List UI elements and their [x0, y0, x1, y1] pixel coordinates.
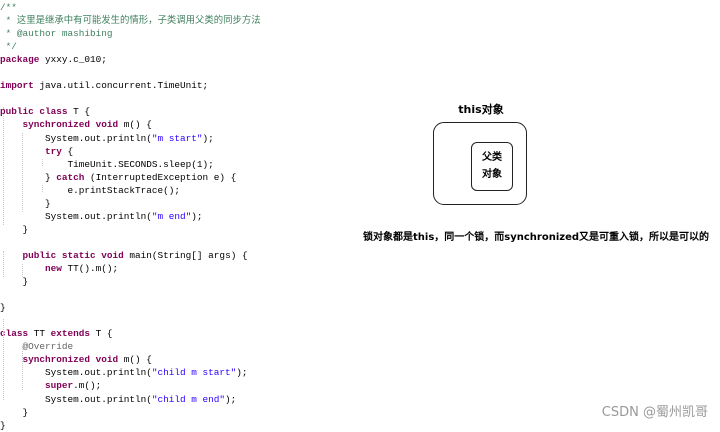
code-token: .m(); [73, 380, 102, 392]
code-line: */ [0, 40, 17, 53]
code-line: } [0, 223, 29, 236]
code-token: } [0, 302, 6, 314]
this-object-box [433, 122, 527, 205]
code-token: public class [0, 106, 68, 118]
code-token: m() { [118, 354, 152, 366]
code-token: ); [191, 210, 203, 222]
indent-guide [42, 185, 43, 192]
code-token: TimeUnit.SECONDS.sleep(1); [0, 158, 214, 170]
code-token: TT [28, 328, 51, 340]
code-line: System.out.println("child m end"); [0, 393, 236, 406]
code-line: /** [0, 1, 17, 14]
code-token: class [0, 328, 29, 340]
code-line: class TT extends T { [0, 327, 113, 340]
code-line: * @author mashibing [0, 27, 113, 40]
code-line: System.out.println("child m start"); [0, 366, 248, 379]
code-token: super [45, 380, 74, 392]
code-token: import [0, 80, 34, 92]
code-token: /** [0, 2, 17, 13]
indent-guide [22, 264, 23, 277]
code-line: System.out.println("m start"); [0, 132, 214, 145]
code-token: TT().m(); [61, 263, 119, 274]
code-token: * @author mashibing [0, 28, 113, 40]
code-line: import java.util.concurrent.TimeUnit; [0, 79, 208, 92]
code-line: synchronized void m() { [0, 353, 152, 366]
code-line: @Override [0, 340, 74, 353]
code-token: ); [236, 367, 248, 379]
code-line: * 这里是继承中有可能发生的情形，子类调用父类的同步方法 [0, 14, 261, 27]
code-token: T { [90, 328, 113, 340]
parent-object-label-2: 对象 [482, 169, 502, 180]
code-token: System.out.println( [0, 367, 152, 379]
code-line: new TT().m(); [0, 262, 118, 275]
code-line: } [0, 301, 6, 314]
code-token: new [45, 263, 62, 274]
code-token: @Override [22, 341, 74, 353]
code-token: "child m start" [151, 367, 237, 379]
code-line: TimeUnit.SECONDS.sleep(1); [0, 158, 214, 171]
indent-guide [3, 319, 4, 400]
code-line: public static void main(String[] args) { [0, 249, 248, 262]
code-token: } [0, 406, 29, 418]
code-line: e.printStackTrace(); [0, 184, 181, 197]
code-token: ); [202, 132, 214, 144]
code-token: ); [225, 393, 237, 405]
code-token: */ [0, 41, 17, 53]
code-token: synchronized void [22, 119, 119, 131]
code-token: * 这里是继承中有可能发生的情形，子类调用父类的同步方法 [0, 15, 261, 27]
code-token: m() { [118, 119, 152, 131]
code-token: synchronized void [22, 354, 119, 366]
code-line: package yxxy.c_010; [0, 53, 107, 66]
code-token: "m start" [151, 132, 203, 144]
code-token: "m end" [151, 210, 192, 222]
parent-object-label-1: 父类 [482, 152, 502, 163]
code-token: java.util.concurrent.TimeUnit; [33, 80, 209, 92]
code-token: public static void [22, 249, 124, 261]
indent-guide [3, 107, 4, 225]
code-token: main(String[] args) { [123, 249, 248, 261]
code-token: T { [67, 106, 91, 118]
code-token: package [0, 54, 40, 66]
code-token: "child m end" [151, 393, 226, 405]
code-token: extends [50, 328, 91, 340]
code-token: } [0, 276, 29, 288]
code-token: { [61, 145, 74, 157]
code-token: } [0, 197, 51, 209]
watermark: CSDN @蜀州凯哥 [601, 405, 708, 420]
code-line: } [0, 275, 29, 288]
code-token: yxxy.c_010; [39, 54, 107, 66]
diagram-caption: 锁对象都是this，同一个锁，而synchronized又是可重入锁，所以是可以… [363, 232, 710, 243]
code-line: } [0, 419, 6, 432]
code-line: } [0, 197, 51, 210]
parent-object-box: 父类 对象 [471, 142, 513, 191]
code-token: } [0, 419, 6, 431]
code-line: try { [0, 145, 73, 158]
indent-guide [22, 347, 23, 390]
code-token: try [45, 145, 62, 157]
code-line: System.out.println("m end"); [0, 210, 203, 223]
indent-guide [3, 251, 4, 277]
code-editor[interactable]: /** * 这里是继承中有可能发生的情形，子类调用父类的同步方法 * @auth… [0, 0, 330, 431]
code-token: e.printStackTrace(); [0, 184, 181, 196]
code-line: super.m(); [0, 379, 101, 392]
code-token: (InterruptedException e) { [84, 171, 237, 183]
code-line: } [0, 406, 29, 419]
code-line: } catch (InterruptedException e) { [0, 171, 236, 184]
indent-guide [22, 133, 23, 212]
code-token: System.out.println( [0, 393, 152, 405]
code-token: } [0, 171, 57, 183]
code-token: System.out.println( [0, 210, 152, 222]
diagram-title: this对象 [458, 103, 504, 116]
code-line: public class T { [0, 105, 90, 118]
code-line: synchronized void m() { [0, 118, 152, 131]
code-token: } [0, 223, 29, 235]
code-token: catch [56, 171, 85, 183]
indent-guide [42, 159, 43, 166]
code-token: System.out.println( [0, 132, 152, 144]
